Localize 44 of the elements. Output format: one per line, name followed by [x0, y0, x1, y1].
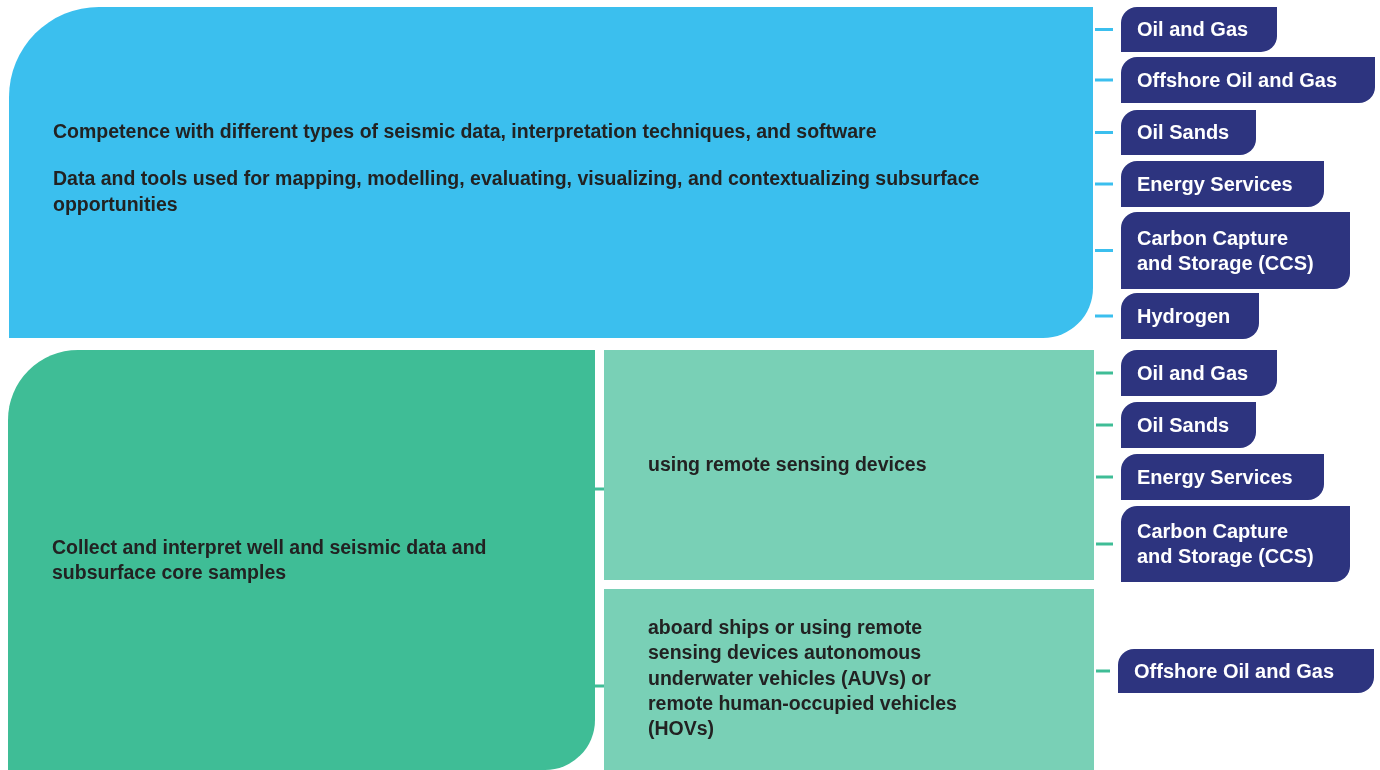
connector-line [1095, 28, 1113, 31]
sector-tag [1121, 506, 1350, 582]
sector-tag [1121, 212, 1350, 289]
tag-text: Offshore Oil and Gas [1137, 67, 1339, 93]
node-text: aboard ships or using remote sensing devices autonomous underwater vehicles (AUVs) or remote human-occupied vehicles (HOVs) [648, 615, 958, 742]
sector-tag [1121, 7, 1277, 52]
method-panel [604, 350, 1094, 580]
sector-tag [1121, 293, 1259, 339]
sector-tag [1121, 454, 1324, 500]
sector-tag [1121, 350, 1277, 396]
tag-text: Energy Services [1137, 464, 1294, 490]
node-text: Collect and interpret well and seismic data and subsurface core samples [52, 534, 488, 585]
tag-text: Oil Sands [1137, 412, 1231, 438]
node-text: Data and tools used for mapping, modelling, evaluating, visualizing, and contextualizing subsurface opportunities [53, 166, 981, 217]
sector-tag [1121, 110, 1256, 155]
connector-line [1095, 249, 1113, 252]
sector-tag [1121, 57, 1375, 103]
tag-text: Oil Sands [1137, 120, 1231, 145]
node-text: using remote sensing devices [648, 452, 928, 478]
connector-line [1095, 182, 1113, 186]
tag-text: Hydrogen [1137, 303, 1232, 329]
tag-text: Offshore Oil and Gas [1134, 658, 1336, 684]
connector-line [1095, 78, 1113, 82]
tag-text: Carbon Capture and Storage (CCS) [1137, 519, 1315, 569]
tag-text: Carbon Capture and Storage (CCS) [1137, 225, 1315, 276]
node-text: Competence with different types of seismic data, interpretation techniques, and software [53, 119, 878, 144]
tag-text: Energy Services [1137, 171, 1294, 197]
tag-text: Oil and Gas [1137, 17, 1250, 42]
connector-line [1096, 423, 1113, 427]
connector-line [1095, 314, 1113, 318]
method-panel [604, 589, 1094, 770]
topic-panel [8, 350, 595, 770]
tag-text: Oil and Gas [1137, 360, 1250, 386]
sector-tag [1121, 402, 1256, 448]
connector-line [595, 487, 604, 491]
connector-line [1096, 542, 1113, 546]
connector-line [1095, 131, 1113, 134]
topic-panel [9, 7, 1093, 338]
connector-line [1096, 669, 1110, 673]
sector-tag [1121, 161, 1324, 207]
connector-line [595, 684, 604, 688]
connector-line [1096, 475, 1113, 479]
sector-tag [1118, 649, 1374, 693]
connector-line [1096, 371, 1113, 375]
